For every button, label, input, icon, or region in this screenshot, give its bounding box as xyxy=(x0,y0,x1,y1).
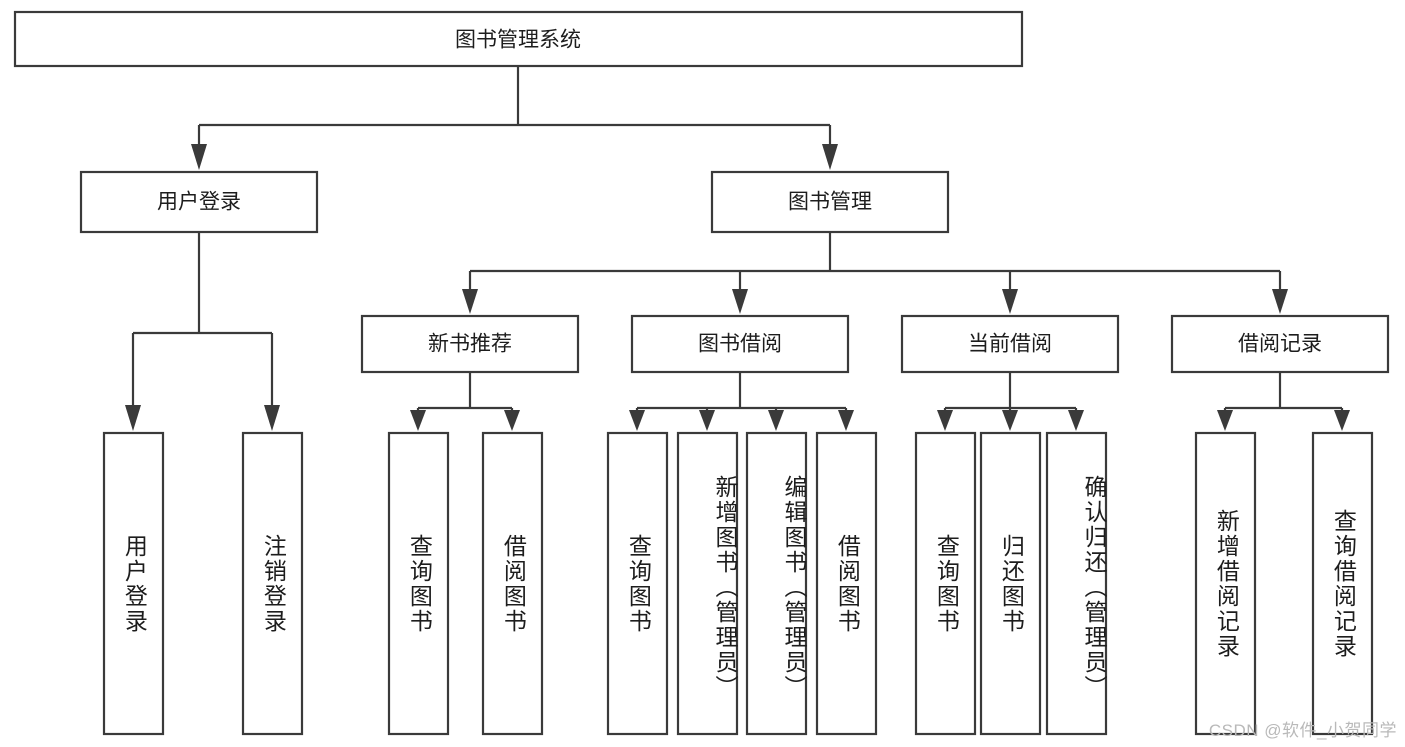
arrow-to-current-borrow xyxy=(1002,289,1018,314)
node-user-login-label: 用户登录 xyxy=(157,191,241,214)
node-book-borrow-box[interactable] xyxy=(630,314,850,374)
arrow-user-login-leaf2 xyxy=(264,405,280,431)
node-current-borrow-label: 当前借阅 xyxy=(968,333,1052,356)
node-new-book-recommend[interactable]: 新书推荐 xyxy=(360,314,580,374)
node-new-book-recommend-box[interactable] xyxy=(360,314,580,374)
node-borrow-record-label: 借阅记录 xyxy=(1238,333,1322,356)
leaf-box-record-add[interactable] xyxy=(1194,431,1257,736)
arrow-to-book-manage xyxy=(822,144,838,170)
leaf-box-user-login-login[interactable] xyxy=(102,431,165,736)
arrow-to-book-borrow xyxy=(732,289,748,314)
node-user-login[interactable]: 用户登录 xyxy=(79,170,319,234)
leaf-box-current-borrow-confirm[interactable] xyxy=(1045,431,1108,736)
arrow-current-borrow-leaf3 xyxy=(1068,410,1084,431)
leaf-box-book-borrow-lend[interactable] xyxy=(815,431,878,736)
leaf-box-current-borrow-return[interactable] xyxy=(979,431,1042,736)
connector-group xyxy=(125,66,1350,431)
node-book-borrow[interactable]: 图书借阅 xyxy=(630,314,850,374)
arrow-current-borrow-leaf2 xyxy=(1002,410,1018,431)
node-user-login-box[interactable] xyxy=(79,170,319,234)
leaf-box-current-borrow-query[interactable] xyxy=(914,431,977,736)
leaf-box-book-borrow-add[interactable] xyxy=(676,431,739,736)
node-new-book-recommend-label: 新书推荐 xyxy=(428,333,512,356)
node-book-manage-box[interactable] xyxy=(710,170,950,234)
node-root[interactable]: 图书管理系统 xyxy=(13,10,1024,68)
arrow-to-new-book xyxy=(462,289,478,314)
node-current-borrow-box[interactable] xyxy=(900,314,1120,374)
node-current-borrow[interactable]: 当前借阅 xyxy=(900,314,1120,374)
arrow-borrow-record-leaf2 xyxy=(1334,410,1350,431)
node-book-borrow-label: 图书借阅 xyxy=(698,333,782,356)
leaf-box-new-book-borrow[interactable] xyxy=(481,431,544,736)
node-book-manage-label: 图书管理 xyxy=(788,191,872,214)
arrow-to-borrow-record xyxy=(1272,289,1288,314)
arrow-user-login-leaf1 xyxy=(125,405,141,431)
arrow-to-user-login xyxy=(191,144,207,170)
arrow-book-borrow-leaf3 xyxy=(768,410,784,431)
leaf-box-new-book-query[interactable] xyxy=(387,431,450,736)
arrow-book-borrow-leaf1 xyxy=(629,410,645,431)
node-borrow-record[interactable]: 借阅记录 xyxy=(1170,314,1390,374)
arrow-book-borrow-leaf2 xyxy=(699,410,715,431)
leaf-box-user-login-logout[interactable] xyxy=(241,431,304,736)
leaf-box-book-borrow-query[interactable] xyxy=(606,431,669,736)
arrow-book-borrow-leaf4 xyxy=(838,410,854,431)
node-root-box[interactable] xyxy=(13,10,1024,68)
leaf-box-record-query[interactable] xyxy=(1311,431,1374,736)
leaf-box-group xyxy=(102,431,1374,736)
node-book-manage[interactable]: 图书管理 xyxy=(710,170,950,234)
arrow-current-borrow-leaf1 xyxy=(937,410,953,431)
node-root-label: 图书管理系统 xyxy=(455,29,581,52)
leaf-box-book-borrow-edit[interactable] xyxy=(745,431,808,736)
arrow-new-book-leaf1 xyxy=(410,410,426,431)
arrow-new-book-leaf2 xyxy=(504,410,520,431)
arrow-borrow-record-leaf1 xyxy=(1217,410,1233,431)
watermark-text: CSDN @软件_小贺同学 xyxy=(1208,721,1397,740)
node-borrow-record-box[interactable] xyxy=(1170,314,1390,374)
